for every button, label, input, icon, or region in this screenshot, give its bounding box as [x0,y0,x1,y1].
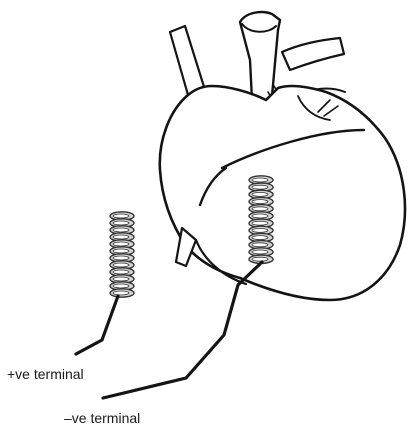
coil-turn-inner [252,214,268,218]
heart-coil-electrode [249,176,273,264]
coil-turn-inner [252,200,268,204]
coil-turn-inner [252,257,268,261]
coil-turn-inner [113,291,129,295]
coil-turn-inner [113,249,129,253]
coil-turn-inner [113,270,129,274]
coil-turn-inner [252,192,268,196]
coil-turn-inner [113,284,129,288]
coil-turn-inner [113,242,129,246]
external-coil-electrode [110,212,134,297]
coil-turn-inner [252,178,268,182]
coil-turn-inner [113,256,129,260]
coil-turn-inner [252,228,268,232]
coil-turn-inner [252,243,268,247]
coil-turn-inner [252,207,268,211]
coil-turn-inner [113,221,129,225]
heart-outline [160,86,405,300]
coil-turn-inner [252,236,268,240]
positive-lead-wire [76,296,118,354]
negative-terminal-label: –ve terminal [64,410,140,426]
coil-turn-inner [113,235,129,239]
coil-turn-inner [252,185,268,189]
coil-turn-inner [113,214,129,218]
coil-turn-inner [252,250,268,254]
coil-turn-inner [113,277,129,281]
coil-turn-inner [113,228,129,232]
coil-turn-inner [252,221,268,225]
coil-turn-inner [113,263,129,267]
positive-terminal-label: +ve terminal [7,366,84,382]
